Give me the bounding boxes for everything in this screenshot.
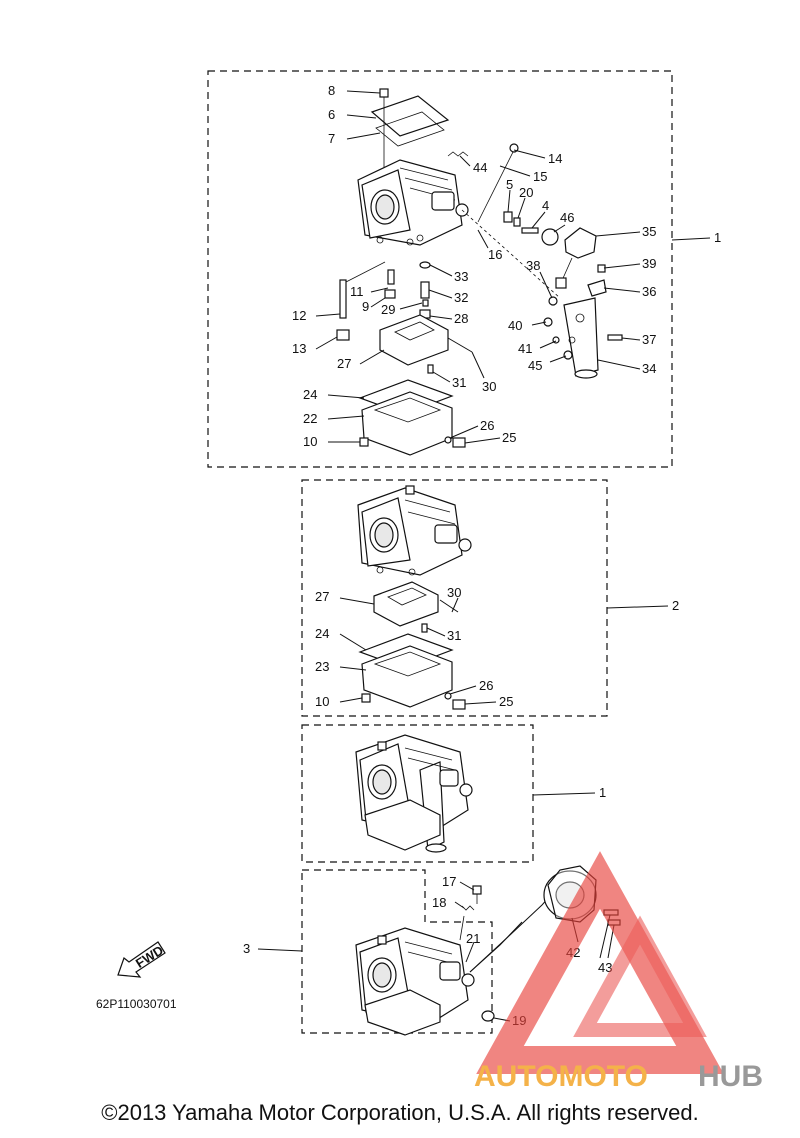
label-20: 20 <box>519 185 533 200</box>
copyright-notice: ©2013 Yamaha Motor Corporation, U.S.A. A… <box>101 1100 699 1125</box>
carburetor-assembly-1 <box>355 734 473 853</box>
label-14: 14 <box>548 151 562 166</box>
label-13: 13 <box>292 341 306 356</box>
carburetor-body-1 <box>336 88 623 456</box>
label-31a: 31 <box>452 375 466 390</box>
label-23: 23 <box>315 659 329 674</box>
label-5: 5 <box>506 177 513 192</box>
label-9: 9 <box>362 299 369 314</box>
label-10a: 10 <box>303 434 317 449</box>
label-4: 4 <box>542 198 549 213</box>
label-1a: 1 <box>714 230 721 245</box>
label-41: 41 <box>518 341 532 356</box>
group-box-1 <box>207 70 673 468</box>
carburetor-body-2 <box>357 485 472 710</box>
label-40: 40 <box>508 318 522 333</box>
leaders-group-2 <box>339 597 669 705</box>
label-26b: 26 <box>479 678 493 693</box>
label-11: 11 <box>350 284 364 299</box>
label-39: 39 <box>642 256 656 271</box>
leaders-group-1 <box>315 90 711 444</box>
label-29: 29 <box>381 302 395 317</box>
label-22: 22 <box>303 411 317 426</box>
label-8: 8 <box>328 83 335 98</box>
group-box-1b <box>301 724 534 863</box>
label-43: 43 <box>598 960 612 975</box>
label-21: 21 <box>466 931 480 946</box>
label-30a: 30 <box>482 379 496 394</box>
label-12: 12 <box>292 308 306 323</box>
label-27a: 27 <box>337 356 351 371</box>
group-box-2 <box>301 479 608 717</box>
fwd-arrow-icon: FWD <box>117 941 166 978</box>
leaders-group-1b <box>532 792 596 796</box>
label-36: 36 <box>642 284 656 299</box>
label-24b: 24 <box>315 626 329 641</box>
label-18: 18 <box>432 895 446 910</box>
label-25b: 25 <box>499 694 513 709</box>
label-45: 45 <box>528 358 542 373</box>
label-46: 46 <box>560 210 574 225</box>
label-38: 38 <box>526 258 540 273</box>
label-2: 2 <box>672 598 679 613</box>
label-28: 28 <box>454 311 468 326</box>
label-3: 3 <box>243 941 250 956</box>
label-27b: 27 <box>315 589 329 604</box>
label-25a: 25 <box>502 430 516 445</box>
label-31b: 31 <box>447 628 461 643</box>
label-26a: 26 <box>480 418 494 433</box>
label-32: 32 <box>454 290 468 305</box>
carburetor-assembly-3 <box>355 865 621 1036</box>
label-35: 35 <box>642 224 656 239</box>
label-37: 37 <box>642 332 656 347</box>
label-7: 7 <box>328 131 335 146</box>
label-24a: 24 <box>303 387 317 402</box>
watermark-text-automoto: AUTOMOTO <box>474 1060 648 1093</box>
group-box-3 <box>301 869 493 1034</box>
diagram-code: 62P110030701 <box>96 997 177 1011</box>
label-34: 34 <box>642 361 656 376</box>
label-6: 6 <box>328 107 335 122</box>
label-10b: 10 <box>315 694 329 709</box>
label-30b: 30 <box>447 585 461 600</box>
watermark-text-hub: HUB <box>698 1060 763 1093</box>
label-15: 15 <box>533 169 547 184</box>
label-1b: 1 <box>599 785 606 800</box>
watermark-logo: AUTOMOTO HUB <box>474 851 763 1093</box>
label-16: 16 <box>488 247 502 262</box>
exploded-parts-diagram: 8 6 7 14 15 44 5 20 4 46 35 1 16 38 39 3… <box>96 70 763 1093</box>
label-44: 44 <box>473 160 487 175</box>
label-17: 17 <box>442 874 456 889</box>
label-33: 33 <box>454 269 468 284</box>
